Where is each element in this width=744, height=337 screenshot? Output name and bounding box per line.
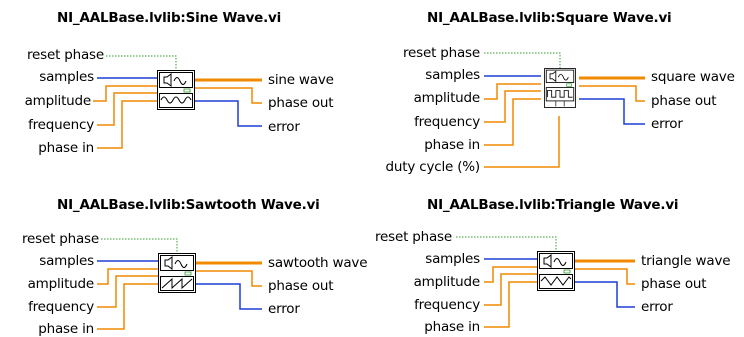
sine-output-sine-wave: sine wave bbox=[268, 72, 334, 88]
square-wave-icon bbox=[547, 90, 573, 98]
sine-wires bbox=[93, 55, 262, 149]
sawtooth-wave-icon bbox=[161, 277, 193, 290]
sine-input-amplitude: amplitude bbox=[24, 93, 92, 109]
square-error-wire bbox=[579, 98, 645, 125]
square-phase-out-wire bbox=[579, 85, 645, 102]
sawtooth-input-phase-in: phase in bbox=[38, 321, 94, 337]
sine-input-reset-phase: reset phase bbox=[26, 47, 104, 63]
sawtooth-input-samples: samples bbox=[39, 253, 94, 269]
speaker-sine-icon bbox=[163, 73, 187, 87]
square-reset-phase-wire bbox=[484, 52, 561, 69]
sine-output-phase-out: phase out bbox=[268, 95, 334, 111]
sine-input-samples: samples bbox=[39, 69, 94, 85]
triangle-wave-vi-icon bbox=[537, 251, 575, 291]
sawtooth-input-amplitude: amplitude bbox=[27, 276, 95, 292]
sine-reset-phase-wire bbox=[106, 55, 177, 71]
square-output-error: error bbox=[651, 116, 683, 132]
square-frequency-wire bbox=[484, 90, 541, 123]
sawtooth-input-reset-phase: reset phase bbox=[21, 231, 99, 247]
sawtooth-output-phase-out: phase out bbox=[268, 278, 334, 294]
triangle-title: NI_AALBase.lvlib:Triangle Wave.vi bbox=[427, 197, 679, 213]
sine-error-wire bbox=[195, 100, 262, 127]
square-phase-in-wire bbox=[484, 98, 541, 146]
sine-output-error: error bbox=[268, 119, 300, 135]
square-output-square-wave: square wave bbox=[651, 69, 735, 85]
sawtooth-frequency-wire bbox=[97, 275, 158, 308]
sine-phase-out-wire bbox=[195, 87, 262, 104]
triangle-amplitude-wire bbox=[484, 266, 537, 283]
sawtooth-wave-vi-icon bbox=[158, 253, 196, 293]
sine-input-frequency: frequency bbox=[28, 117, 94, 133]
sawtooth-wires bbox=[97, 238, 262, 330]
triangle-output-phase-out: phase out bbox=[641, 276, 707, 292]
triangle-input-frequency: frequency bbox=[414, 297, 480, 313]
square-wave-vi-icon bbox=[544, 68, 576, 108]
triangle-output-triangle-wave: triangle wave bbox=[641, 253, 731, 269]
square-input-duty-cycle: duty cycle (%) bbox=[385, 159, 481, 175]
triangle-output-error: error bbox=[641, 299, 673, 315]
square-title: NI_AALBase.lvlib:Square Wave.vi bbox=[427, 10, 672, 26]
speaker-sine-icon bbox=[543, 254, 567, 268]
sawtooth-output-error: error bbox=[268, 301, 300, 317]
square-duty-cycle-wire bbox=[484, 116, 560, 168]
sine-amplitude-wire bbox=[93, 85, 157, 102]
sawtooth-title: NI_AALBase.lvlib:Sawtooth Wave.vi bbox=[57, 197, 320, 213]
triangle-frequency-wire bbox=[484, 273, 537, 306]
square-input-frequency: frequency bbox=[414, 114, 480, 130]
square-input-reset-phase: reset phase bbox=[402, 45, 480, 61]
triangle-wires bbox=[456, 236, 635, 328]
triangle-input-phase-in: phase in bbox=[424, 319, 480, 335]
sine-wave-vi-icon bbox=[157, 70, 195, 110]
sine-frequency-wire bbox=[97, 92, 157, 126]
square-amplitude-wire bbox=[484, 83, 541, 100]
sawtooth-error-wire bbox=[196, 283, 262, 310]
sawtooth-reset-phase-wire bbox=[101, 238, 178, 254]
sawtooth-amplitude-wire bbox=[97, 268, 158, 285]
square-input-samples: samples bbox=[425, 67, 480, 83]
triangle-phase-out-wire bbox=[575, 268, 635, 285]
sine-phase-in-wire bbox=[97, 100, 157, 149]
triangle-input-amplitude: amplitude bbox=[413, 274, 481, 290]
speaker-sine-icon bbox=[164, 256, 188, 270]
square-input-amplitude: amplitude bbox=[413, 90, 481, 106]
triangle-wave-icon bbox=[540, 276, 572, 286]
sawtooth-phase-out-wire bbox=[196, 270, 262, 287]
triangle-phase-in-wire bbox=[484, 281, 537, 328]
square-output-phase-out: phase out bbox=[651, 93, 717, 109]
square-input-phase-in: phase in bbox=[424, 137, 480, 153]
triangle-reset-phase-wire bbox=[456, 236, 557, 252]
sine-wave-icon bbox=[160, 96, 192, 104]
sawtooth-output-sawtooth-wave: sawtooth wave bbox=[268, 255, 368, 271]
sine-input-phase-in: phase in bbox=[38, 140, 94, 156]
sawtooth-phase-in-wire bbox=[97, 283, 158, 330]
triangle-input-reset-phase: reset phase bbox=[374, 229, 452, 245]
triangle-error-wire bbox=[575, 281, 635, 308]
speaker-sine-icon bbox=[549, 70, 569, 83]
triangle-input-samples: samples bbox=[425, 251, 480, 267]
square-wires bbox=[484, 52, 645, 168]
sawtooth-input-frequency: frequency bbox=[28, 299, 94, 315]
sine-title: NI_AALBase.lvlib:Sine Wave.vi bbox=[57, 10, 282, 26]
